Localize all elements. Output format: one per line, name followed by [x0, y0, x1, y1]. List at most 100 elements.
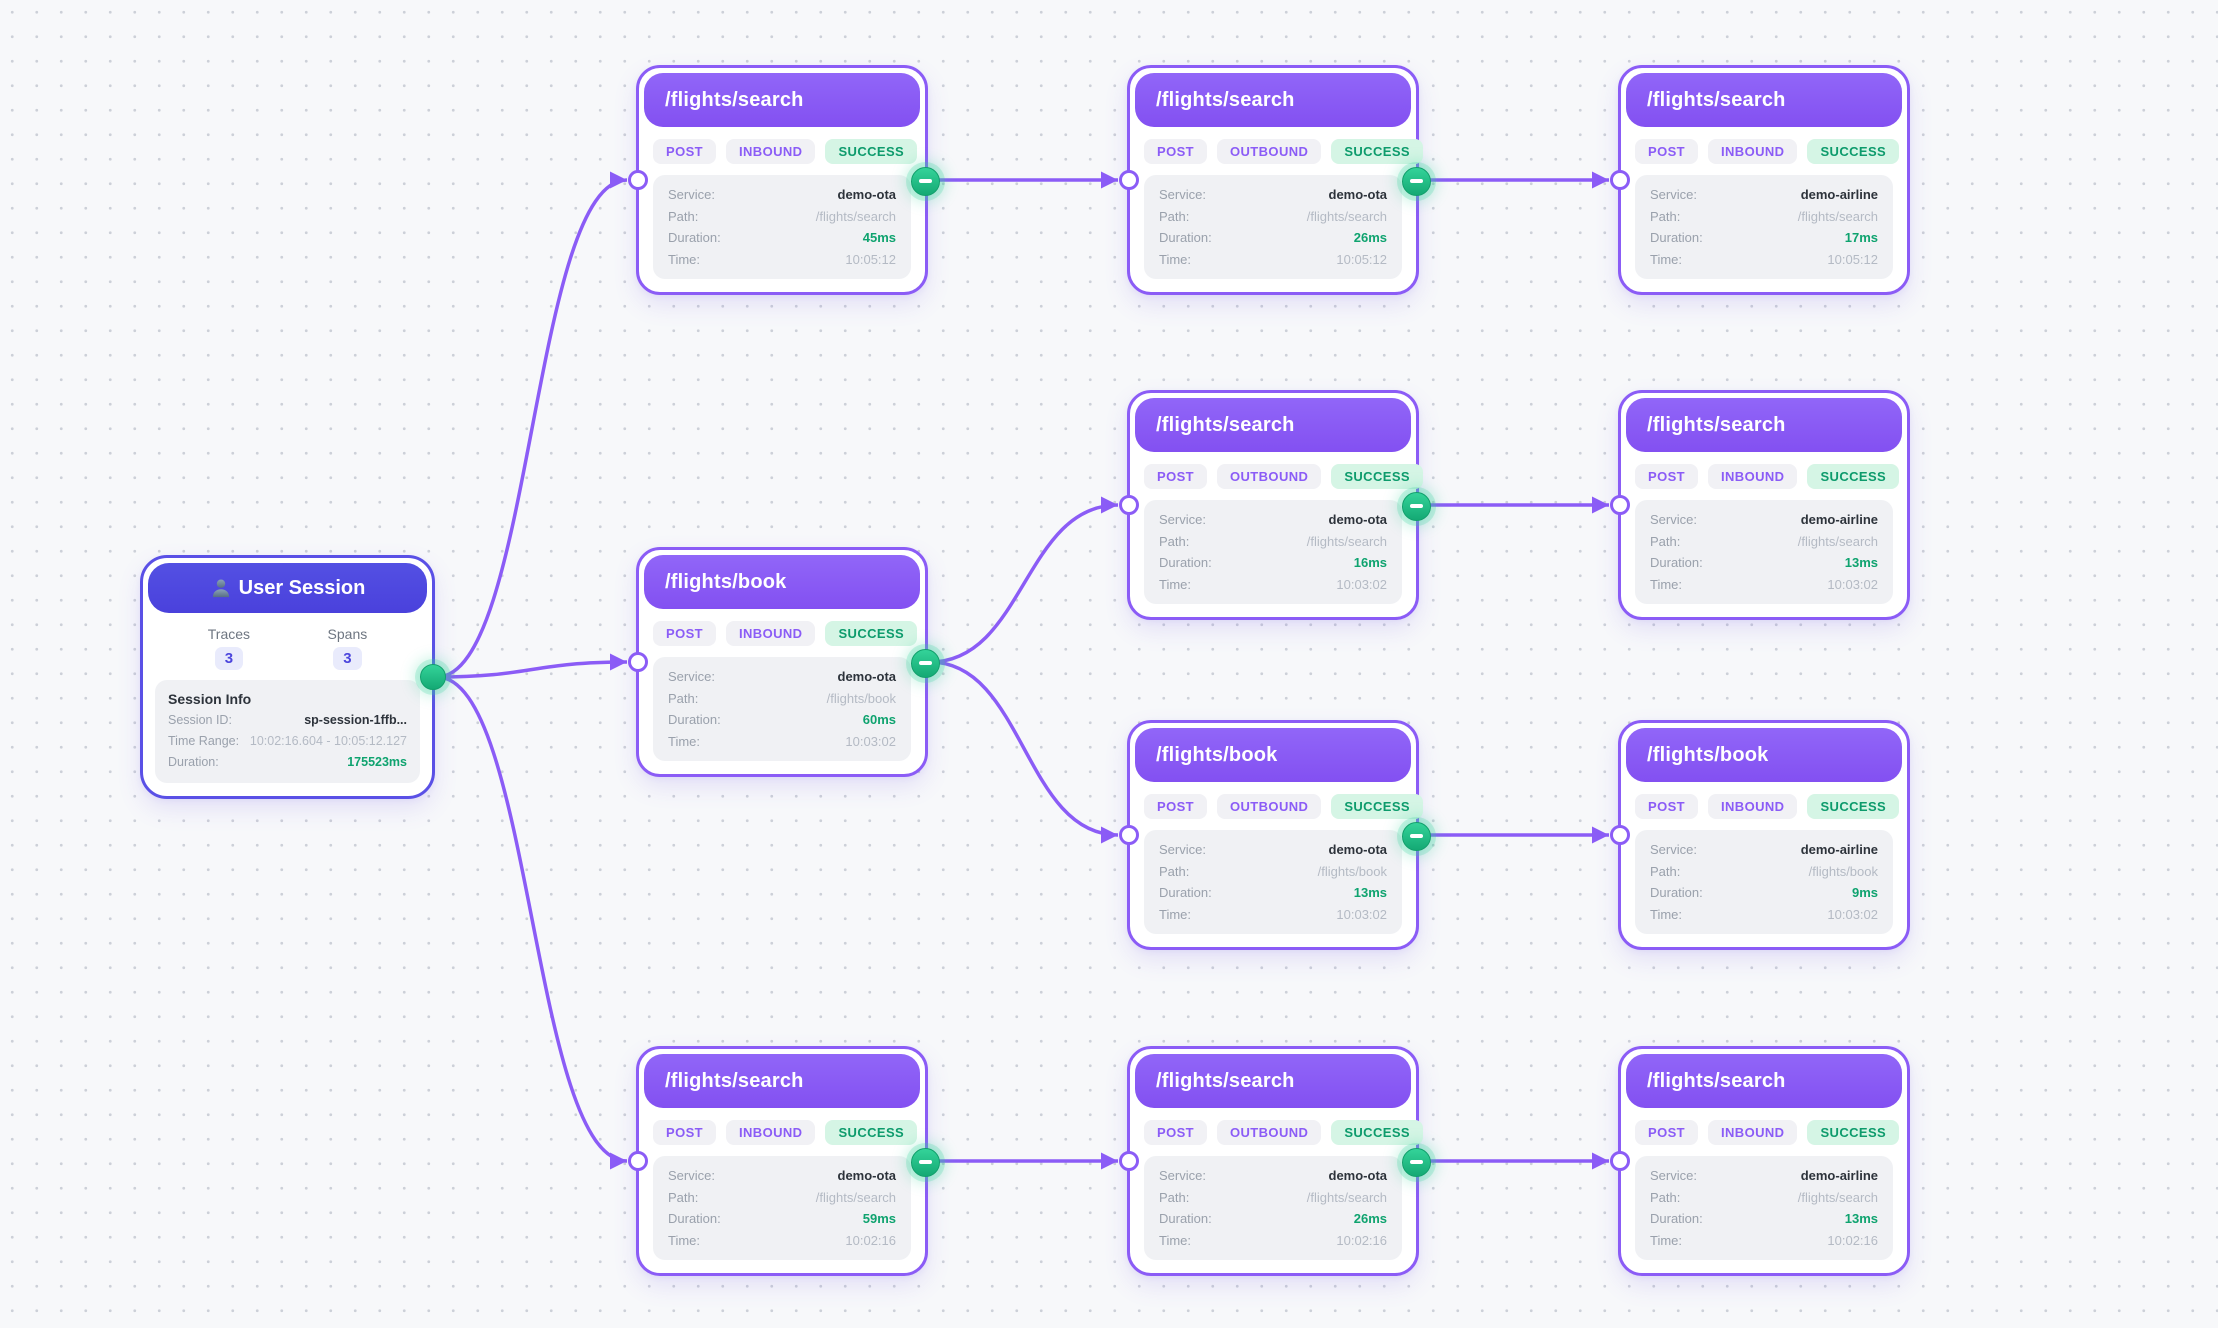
target-handle[interactable] [628, 652, 648, 672]
path-value: /flights/book [826, 690, 896, 706]
status-badge: SUCCESS [825, 621, 918, 646]
time-value: 10:03:02 [1827, 576, 1878, 592]
path-value: /flights/book [1317, 863, 1387, 879]
span-header: /flights/search [1135, 1054, 1411, 1108]
target-handle[interactable] [628, 1151, 648, 1171]
row-label: Service: [1159, 1168, 1206, 1183]
path-value: /flights/search [1797, 533, 1878, 549]
method-badge: POST [1635, 794, 1698, 819]
user-session-node[interactable]: User Session Traces 3 Spans 3 Session In… [140, 555, 446, 799]
status-badge: SUCCESS [825, 139, 918, 164]
direction-badge: INBOUND [1708, 794, 1798, 819]
duration-value: 9ms [1851, 885, 1878, 900]
span-info-box: Service: demo-ota Path: /flights/search … [653, 175, 911, 279]
row-label: Duration: [1159, 230, 1212, 245]
time-value: 10:03:02 [845, 733, 896, 749]
collapse-button[interactable] [1402, 821, 1431, 851]
target-handle[interactable] [1119, 1151, 1139, 1171]
direction-badge: OUTBOUND [1217, 464, 1322, 489]
span-node-search-3c[interactable]: /flights/search POST INBOUND SUCCESS Ser… [1610, 1046, 1910, 1276]
session-source-handle[interactable] [420, 664, 446, 690]
badge-row: POST OUTBOUND SUCCESS [1130, 787, 1423, 819]
span-node-book-2a[interactable]: /flights/book POST INBOUND SUCCESS Servi… [628, 547, 940, 777]
span-node-search-1b[interactable]: /flights/search POST OUTBOUND SUCCESS Se… [1119, 65, 1431, 295]
target-handle[interactable] [1119, 495, 1139, 515]
span-node-search-1c[interactable]: /flights/search POST INBOUND SUCCESS Ser… [1610, 65, 1910, 295]
row-label: Session ID: [168, 713, 232, 727]
minus-icon [1410, 179, 1423, 183]
row-label: Path: [1159, 533, 1190, 549]
span-title: /flights/search [1156, 413, 1295, 436]
path-row: Path: /flights/book [1159, 861, 1387, 883]
target-handle[interactable] [1119, 170, 1139, 190]
span-node-search-3b[interactable]: /flights/search POST OUTBOUND SUCCESS Se… [1119, 1046, 1431, 1276]
time-row: Time: 10:02:16 [668, 1230, 896, 1252]
collapse-button[interactable] [911, 648, 940, 678]
collapse-button[interactable] [911, 166, 940, 196]
time-value: 10:03:02 [1336, 906, 1387, 922]
row-label: Service: [1650, 842, 1697, 857]
time-row: Time: 10:03:02 [1159, 574, 1387, 596]
span-node-book-2b[interactable]: /flights/book POST OUTBOUND SUCCESS Serv… [1119, 720, 1431, 950]
span-info-box: Service: demo-airline Path: /flights/sea… [1635, 500, 1893, 604]
badge-row: POST INBOUND SUCCESS [1621, 787, 1907, 819]
row-label: Time: [668, 251, 701, 267]
collapse-button[interactable] [911, 1147, 940, 1177]
stat-label: Traces [207, 626, 251, 642]
badge-row: POST INBOUND SUCCESS [1621, 132, 1907, 164]
collapse-button[interactable] [1402, 491, 1431, 521]
span-node-book-2c[interactable]: /flights/book POST INBOUND SUCCESS Servi… [1610, 720, 1910, 950]
row-label: Path: [668, 1189, 699, 1205]
target-handle[interactable] [1610, 170, 1630, 190]
path-row: Path: /flights/book [668, 688, 896, 710]
target-handle[interactable] [1610, 495, 1630, 515]
target-handle[interactable] [628, 170, 648, 190]
time-row: Time: 10:02:16 [1650, 1230, 1878, 1252]
duration-value: 175523ms [347, 755, 407, 769]
edge-book-2a-book-2b [929, 660, 1119, 844]
target-handle[interactable] [1610, 1151, 1630, 1171]
target-handle[interactable] [1610, 825, 1630, 845]
minus-icon [919, 661, 932, 665]
span-info-box: Service: demo-airline Path: /flights/boo… [1635, 830, 1893, 934]
direction-badge: INBOUND [726, 139, 816, 164]
direction-badge: OUTBOUND [1217, 1120, 1322, 1145]
badge-row: POST OUTBOUND SUCCESS [1130, 132, 1423, 164]
span-node-search-2c[interactable]: /flights/search POST INBOUND SUCCESS Ser… [1610, 390, 1910, 620]
session-id-value: sp-session-1ffb... [304, 713, 407, 727]
duration-value: 16ms [1353, 555, 1387, 570]
row-label: Time: [1159, 1232, 1192, 1248]
span-node-search-1a[interactable]: /flights/search POST INBOUND SUCCESS Ser… [628, 65, 940, 295]
status-badge: SUCCESS [1331, 794, 1423, 819]
service-row: Service: demo-ota [668, 184, 896, 206]
span-header: /flights/search [1135, 73, 1411, 127]
target-handle[interactable] [1119, 825, 1139, 845]
direction-badge: OUTBOUND [1217, 794, 1322, 819]
row-label: Service: [668, 1168, 715, 1183]
duration-row: Duration: 17ms [1650, 227, 1878, 249]
duration-row: Duration: 16ms [1159, 552, 1387, 574]
collapse-button[interactable] [1402, 1147, 1431, 1177]
row-label: Time: [1159, 251, 1192, 267]
duration-value: 60ms [862, 712, 896, 727]
row-label: Service: [668, 187, 715, 202]
row-label: Path: [1159, 863, 1190, 879]
method-badge: POST [653, 1120, 716, 1145]
path-row: Path: /flights/search [1159, 531, 1387, 553]
status-badge: SUCCESS [1331, 1120, 1423, 1145]
collapse-button[interactable] [1402, 166, 1431, 196]
method-badge: POST [653, 139, 716, 164]
row-label: Time: [1650, 1232, 1683, 1248]
edge-session-search-1a [436, 171, 628, 679]
span-info-box: Service: demo-ota Path: /flights/search … [1144, 175, 1402, 279]
span-node-search-3a[interactable]: /flights/search POST INBOUND SUCCESS Ser… [628, 1046, 940, 1276]
span-title: /flights/search [1156, 88, 1295, 111]
row-label: Duration: [668, 1211, 721, 1226]
session-info-box: Session Info Session ID: sp-session-1ffb… [155, 680, 420, 783]
span-header: /flights/search [1135, 398, 1411, 452]
path-value: /flights/search [815, 208, 896, 224]
duration-value: 17ms [1844, 230, 1878, 245]
row-label: Path: [1650, 533, 1681, 549]
span-node-search-2b[interactable]: /flights/search POST OUTBOUND SUCCESS Se… [1119, 390, 1431, 620]
